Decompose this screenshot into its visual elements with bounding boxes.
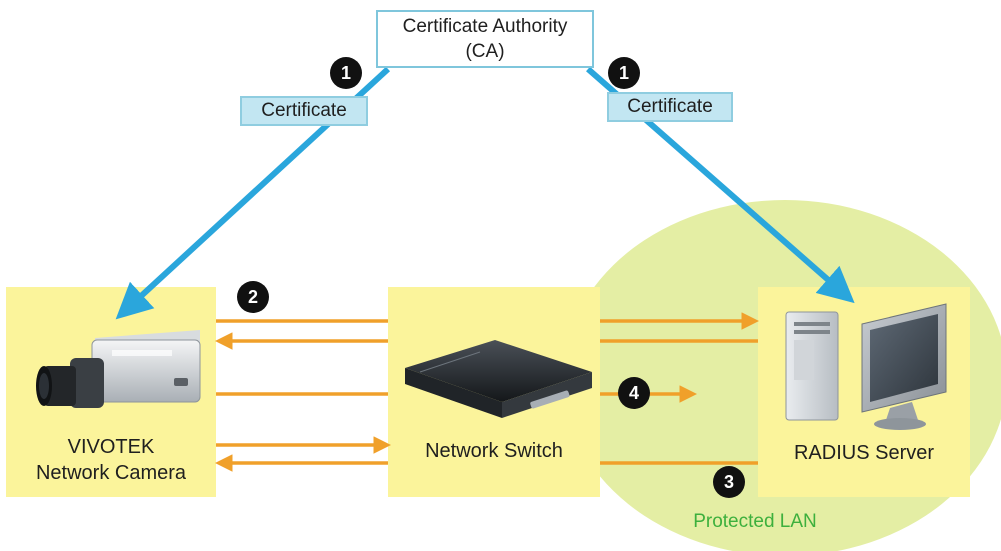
step-badge-1-left: 1 xyxy=(330,57,362,89)
camera-brand: VIVOTEK xyxy=(67,436,155,458)
server-label: RADIUS Server xyxy=(793,442,935,464)
step-badge-2: 2 xyxy=(237,281,269,313)
camera-type: Network Camera xyxy=(35,462,187,484)
certificate-tag-left: Certificate xyxy=(240,96,368,126)
step-badge-1-right: 1 xyxy=(608,57,640,89)
step-badge-3: 3 xyxy=(713,466,745,498)
camera-label: VIVOTEK Network Camera xyxy=(6,434,216,486)
camera-icon xyxy=(36,330,201,408)
switch-label: Network Switch xyxy=(425,440,563,462)
certificate-authority-box: Certificate Authority (CA) xyxy=(376,10,594,68)
protected-lan-label: Protected LAN xyxy=(693,511,817,532)
certificate-tag-right: Certificate xyxy=(607,92,733,122)
switch-icon xyxy=(405,340,592,418)
ca-title: Certificate Authority xyxy=(402,16,568,37)
ca-abbreviation: (CA) xyxy=(465,41,505,62)
orange-arrows xyxy=(215,312,759,472)
server-icon xyxy=(785,303,947,430)
step-badge-4: 4 xyxy=(618,377,650,409)
